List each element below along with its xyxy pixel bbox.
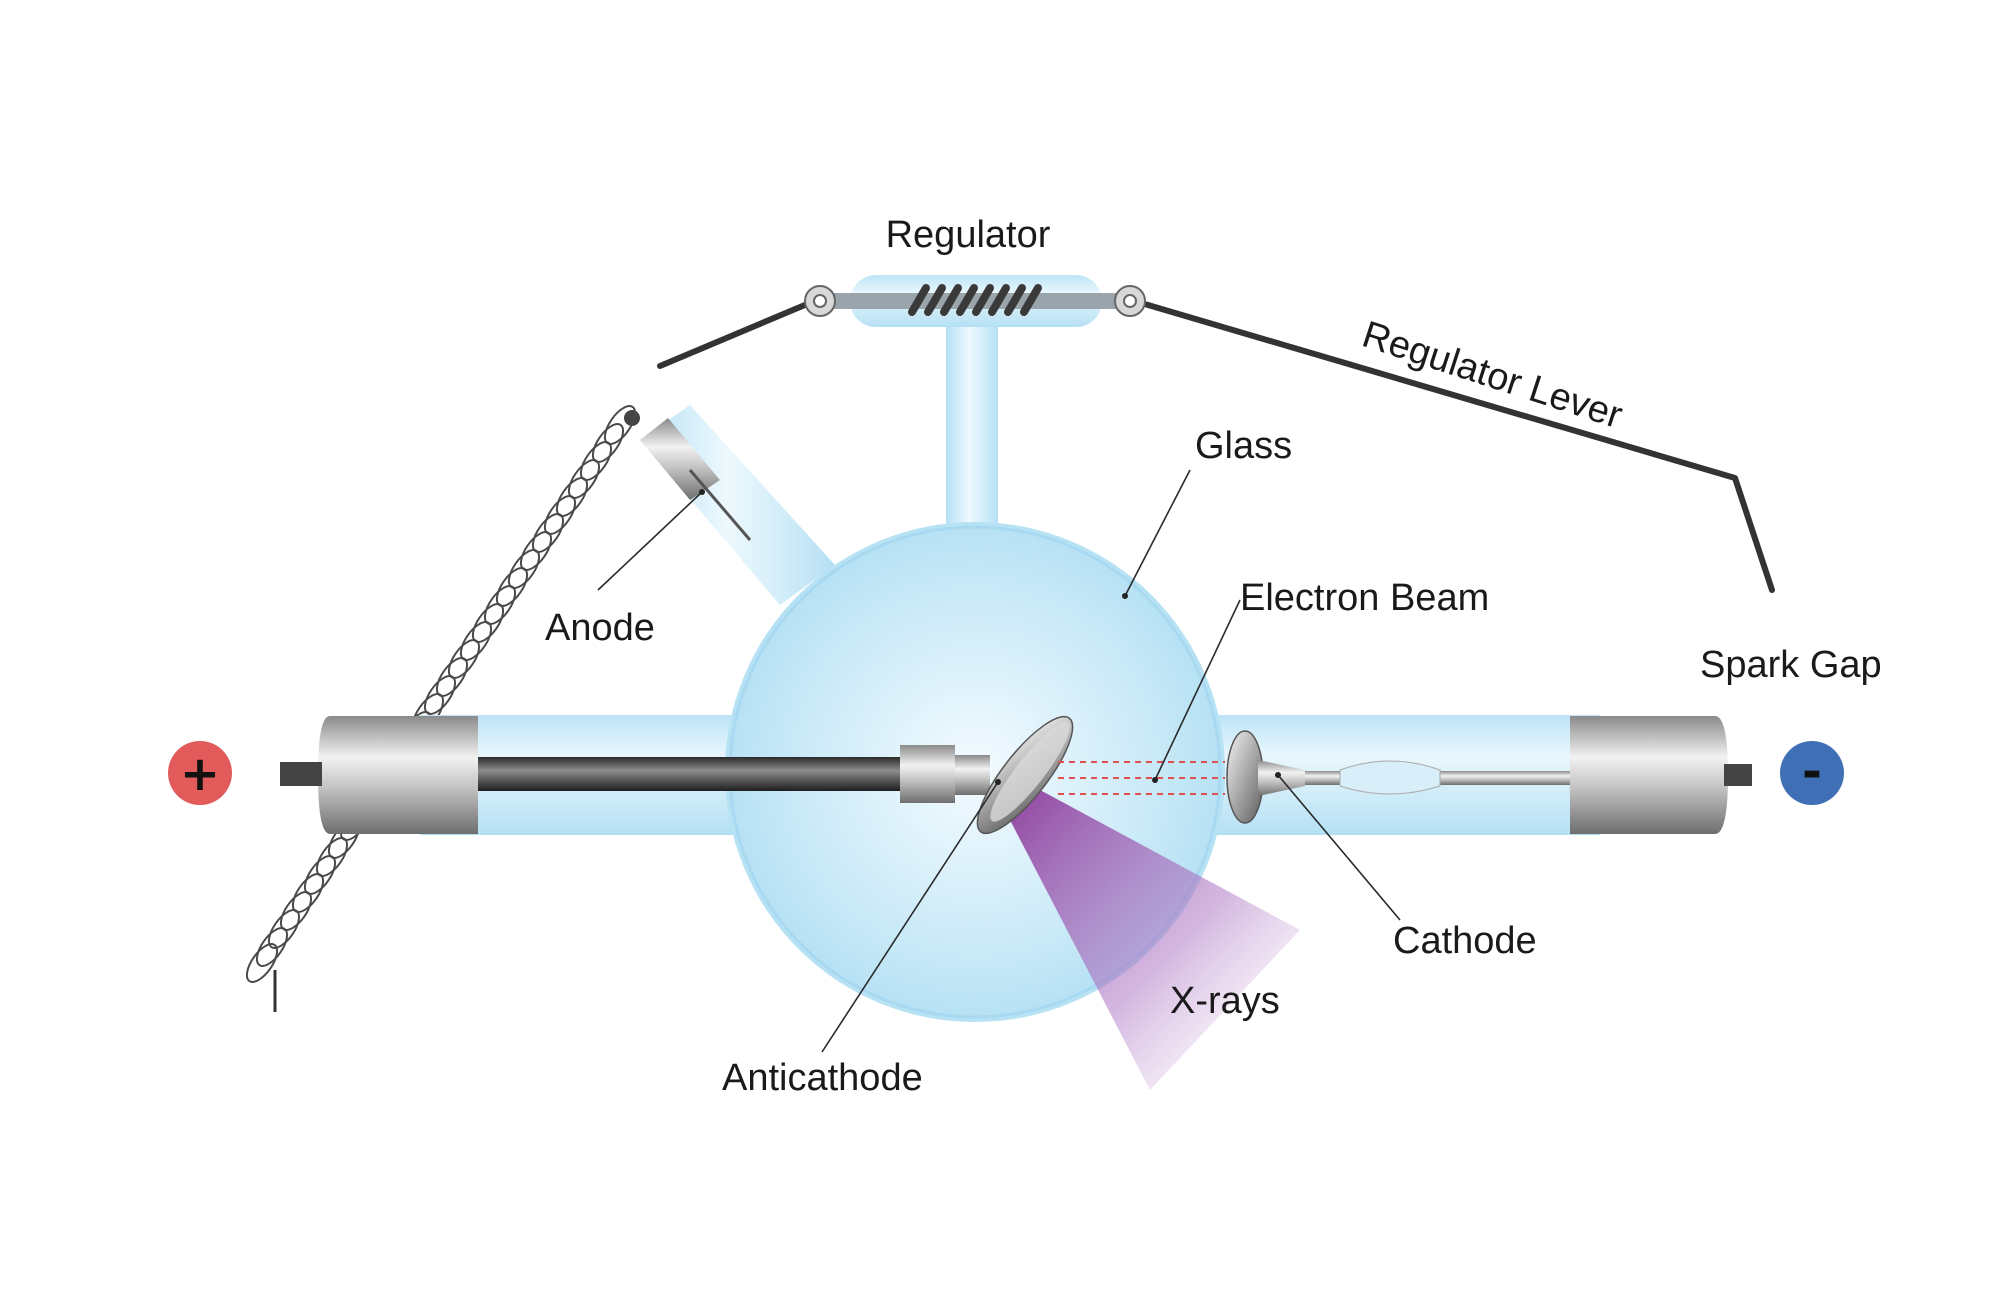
right-electrode-cap [1570, 716, 1752, 834]
label-regulator: Regulator [886, 214, 1051, 256]
leader-lines [597, 469, 1401, 1053]
positive-terminal: + [168, 741, 232, 805]
label-regulator-lever: Regulator Lever [1357, 314, 1627, 438]
regulator-lever [657, 299, 1775, 593]
negative-symbol: - [1802, 744, 1822, 800]
left-electrode-cap [280, 716, 478, 834]
label-x-rays: X-rays [1170, 980, 1280, 1022]
label-cathode: Cathode [1393, 920, 1537, 962]
x-ray-cone [1010, 790, 1300, 1090]
regulator-left-knob [804, 285, 836, 317]
regulator-tube [804, 275, 1146, 327]
label-spark-gap: Spark Gap [1700, 644, 1882, 686]
label-anode: Anode [545, 607, 655, 649]
anticathode-target [976, 715, 1074, 835]
label-anticathode: Anticathode [722, 1057, 923, 1099]
regulator-stem [946, 320, 998, 545]
label-electron-beam: Electron Beam [1240, 577, 1489, 619]
cathode [1226, 730, 1570, 824]
regulator-right-knob [1114, 285, 1146, 317]
electron-beam [1058, 761, 1225, 795]
negative-terminal: - [1780, 741, 1844, 805]
coil-spring [245, 405, 637, 1012]
anticathode-rod [478, 757, 908, 791]
label-glass: Glass [1195, 425, 1292, 467]
regulator-coil [908, 284, 1042, 316]
positive-symbol: + [180, 746, 220, 802]
anode-arm [624, 405, 835, 605]
anticathode-holder [900, 745, 955, 803]
